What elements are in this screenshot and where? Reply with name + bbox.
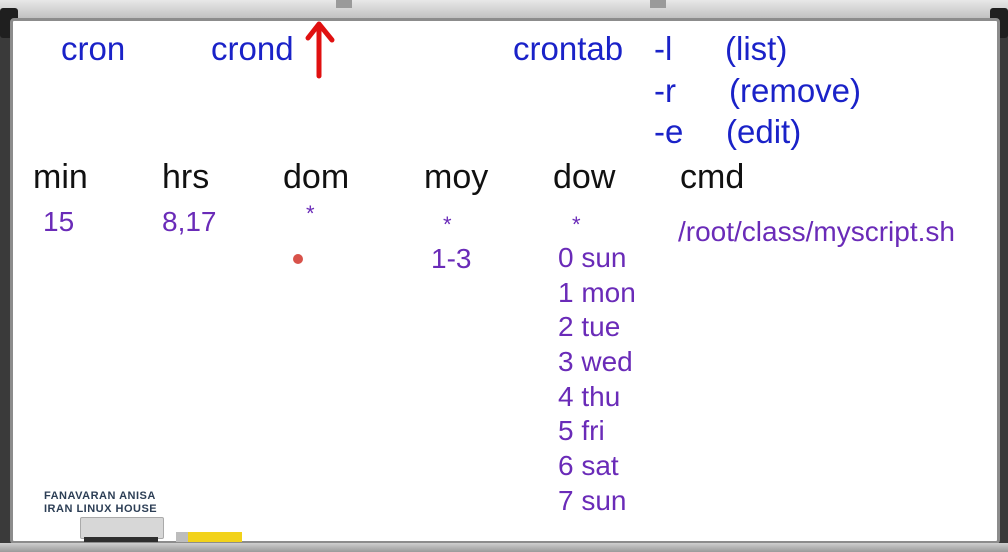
header-dow: dow (553, 158, 616, 196)
eraser-icon (80, 517, 164, 539)
value-cmd: /root/class/myscript.sh (678, 216, 955, 247)
option-desc-remove: (remove) (729, 72, 862, 109)
marker-dot (293, 254, 303, 264)
cron-label: cron (61, 30, 126, 67)
crontab-label: crontab (513, 30, 624, 67)
eraser-base (84, 537, 158, 542)
dow-item: 4 thu (558, 380, 621, 412)
dow-item: 3 wed (558, 346, 633, 378)
header-cmd: cmd (680, 158, 745, 196)
dow-item: 1 mon (558, 276, 636, 308)
logo-line-2: IRAN LINUX HOUSE (44, 503, 158, 515)
option-flag-edit: -e (654, 113, 684, 150)
header-moy: moy (424, 158, 489, 196)
value-dow: * (572, 212, 581, 237)
header-hrs: hrs (162, 158, 210, 196)
option-flag-list: -l (654, 30, 673, 67)
option-flag-remove: -r (654, 72, 676, 109)
dow-item: 7 sun (558, 484, 627, 516)
value-moy: * (443, 212, 452, 237)
option-desc-edit: (edit) (726, 113, 802, 150)
crond-label: crond (211, 30, 294, 67)
rail-clip (336, 0, 352, 8)
rail-clip (650, 0, 666, 8)
value-dom: * (306, 201, 315, 226)
dow-item: 0 sun (558, 242, 627, 273)
marker-pen-icon (176, 532, 242, 542)
logo-line-1: FANAVARAN ANISA (44, 490, 156, 502)
value-hrs: 8,17 (162, 206, 217, 237)
dow-item: 6 sat (558, 450, 619, 482)
whiteboard-bottom-rail (0, 543, 1008, 552)
header-dom: dom (283, 158, 350, 196)
whiteboard-top-rail (0, 0, 1008, 20)
moy-range: 1-3 (431, 243, 472, 274)
value-min: 15 (43, 206, 75, 237)
option-desc-list: (list) (725, 30, 788, 67)
whiteboard (10, 18, 1000, 544)
watermark-logo: FANAVARAN ANISA IRAN LINUX HOUSE (44, 490, 157, 516)
header-min: min (33, 158, 88, 196)
dow-item: 5 fri (558, 415, 605, 447)
red-arrow-icon (305, 21, 335, 79)
dow-item: 2 tue (558, 311, 621, 343)
dow-values-list: 0 sun 1 mon 2 tue 3 wed 4 thu 5 fri 6 sa… (558, 243, 636, 521)
